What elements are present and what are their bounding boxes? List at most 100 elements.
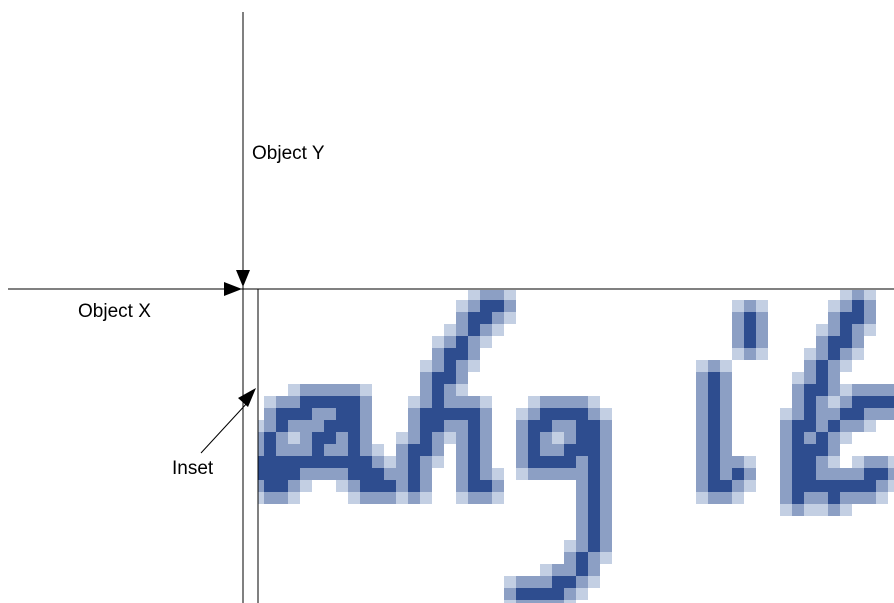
handwriting-pixel: [468, 432, 480, 444]
handwriting-pixel: [696, 360, 708, 372]
handwriting-pixel: [552, 468, 564, 480]
handwriting-pixel: [444, 336, 456, 348]
handwriting-pixel: [444, 360, 456, 372]
handwriting-pixel: [804, 492, 816, 504]
handwriting-pixel: [756, 336, 768, 348]
handwriting-pixel: [456, 408, 468, 420]
handwriting-pixel: [888, 480, 894, 492]
handwriting-pixel: [348, 408, 360, 420]
handwriting-pixel: [468, 468, 480, 480]
handwriting-pixel: [864, 324, 876, 336]
handwriting-pixel: [540, 576, 552, 588]
handwriting-pixel: [816, 336, 828, 348]
handwriting-pixel: [312, 456, 324, 468]
handwriting-pixel: [804, 432, 816, 444]
handwriting-pixel: [324, 420, 336, 432]
handwriting-pixel: [264, 480, 276, 492]
handwriting-pixel: [516, 456, 528, 468]
handwriting-pixel: [744, 348, 756, 360]
object-y-label: Object Y: [252, 143, 325, 164]
handwriting-pixel: [708, 396, 720, 408]
handwriting-pixel: [708, 432, 720, 444]
handwriting-pixel: [468, 456, 480, 468]
handwriting-pixel: [600, 552, 612, 564]
handwriting-pixel: [852, 420, 864, 432]
handwriting-pixel: [576, 564, 588, 576]
handwriting-pixel: [780, 492, 792, 504]
handwriting-pixel: [288, 456, 300, 468]
handwriting-pixel: [588, 456, 600, 468]
handwriting-pixel: [336, 456, 348, 468]
handwriting-pixel: [732, 468, 744, 480]
handwriting-pixel: [744, 456, 756, 468]
handwriting-pixel: [384, 480, 396, 492]
handwriting-pixel: [876, 396, 888, 408]
handwriting-pixel: [528, 432, 540, 444]
handwriting-pixel: [804, 504, 816, 516]
handwriting-pixel: [708, 444, 720, 456]
handwriting-pixel: [348, 468, 360, 480]
handwriting-pixel: [732, 336, 744, 348]
handwriting-pixel: [492, 468, 504, 480]
handwriting-pixel: [432, 372, 444, 384]
handwriting-pixel: [258, 420, 264, 432]
handwriting-pixel: [828, 384, 840, 396]
handwriting-pixel: [336, 444, 348, 456]
handwriting-pixel: [744, 468, 756, 480]
handwriting-pixel: [792, 444, 804, 456]
handwriting-pixel: [816, 360, 828, 372]
handwriting-pixel: [300, 396, 312, 408]
handwriting-pixel: [720, 420, 732, 432]
handwriting-pixel: [504, 588, 516, 600]
handwriting-pixel: [540, 456, 552, 468]
inset-pointer-line: [200, 401, 249, 454]
handwriting-pixel: [600, 468, 612, 480]
handwriting-pixel: [480, 290, 492, 300]
handwriting-pixel: [840, 348, 852, 360]
handwriting-pixel: [600, 408, 612, 420]
handwriting-pixel: [264, 408, 276, 420]
handwriting-pixel: [300, 420, 312, 432]
handwriting-pixel: [408, 408, 420, 420]
object-y-arrowhead: [236, 270, 250, 287]
handwriting-pixel: [312, 384, 324, 396]
handwriting-pixel: [876, 408, 888, 420]
handwriting-pixel: [564, 396, 576, 408]
handwriting-pixel: [576, 528, 588, 540]
handwriting-pixel: [288, 492, 300, 504]
handwriting-pixel: [864, 420, 876, 432]
handwriting-pixel: [840, 336, 852, 348]
handwriting-pixel: [600, 504, 612, 516]
handwriting-pixel: [492, 300, 504, 312]
handwriting-pixel: [588, 420, 600, 432]
handwriting-pixel: [372, 444, 384, 456]
handwriting-pixel: [804, 396, 816, 408]
handwriting-pixel: [780, 468, 792, 480]
handwriting-pixel: [516, 576, 528, 588]
handwriting-pixel: [852, 468, 864, 480]
handwriting-pixel: [756, 300, 768, 312]
handwriting-pixel: [588, 540, 600, 552]
handwriting-pixel: [528, 588, 540, 600]
handwriting-pixel: [588, 444, 600, 456]
handwriting-pixel: [540, 600, 552, 603]
handwriting-pixel: [384, 456, 396, 468]
handwriting-pixel: [408, 396, 420, 408]
handwriting-pixel: [840, 432, 852, 444]
handwriting-pixel: [516, 444, 528, 456]
handwriting-pixel: [348, 396, 360, 408]
handwriting-pixel: [312, 468, 324, 480]
handwriting-pixel: [396, 432, 408, 444]
handwriting-pixel: [258, 492, 264, 504]
handwriting-pixel: [828, 480, 840, 492]
handwriting-pixel: [564, 588, 576, 600]
handwriting-pixel: [792, 480, 804, 492]
handwriting-pixel: [264, 396, 276, 408]
handwriting-pixel: [600, 492, 612, 504]
handwriting-pixel: [840, 504, 852, 516]
handwriting-pixel: [372, 468, 384, 480]
handwriting-pixel: [804, 420, 816, 432]
handwriting-pixel: [480, 312, 492, 324]
handwriting-pixel: [864, 456, 876, 468]
handwriting-pixel: [348, 456, 360, 468]
